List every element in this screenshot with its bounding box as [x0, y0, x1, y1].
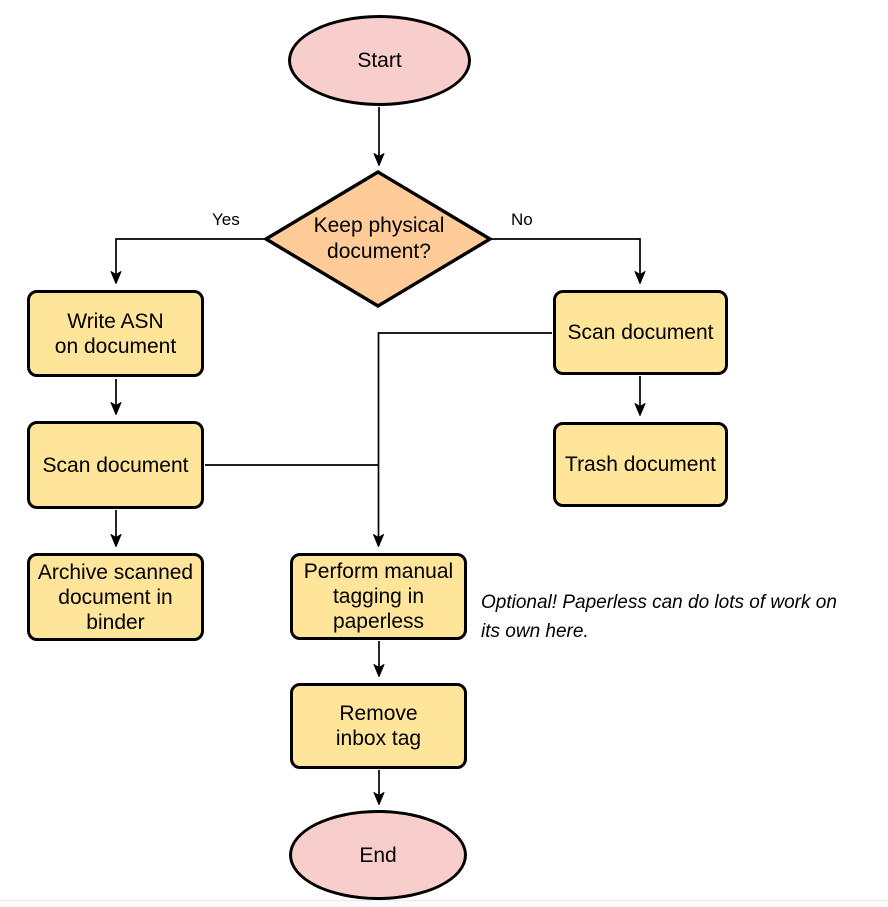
node-write-asn: Write ASN on document: [27, 290, 204, 377]
edge-decision-yes-to-write-asn: [110, 238, 266, 284]
edge-decision-no-to-scan-right: [490, 238, 646, 284]
node-start: Start: [288, 15, 471, 106]
canvas-bottom-edge: [0, 900, 888, 907]
node-scan-document-right: Scan document: [553, 290, 728, 375]
decision-diamond-shape: [262, 170, 494, 308]
node-archive-in-binder: Archive scanned document in binder: [27, 553, 204, 641]
edge-label-yes: Yes: [212, 210, 240, 229]
node-remove-inbox-tag: Remove inbox tag: [290, 683, 467, 769]
edge-label-no: No: [511, 210, 533, 229]
node-scan-document-left: Scan document: [27, 421, 204, 509]
node-manual-tagging: Perform manual tagging in paperless: [290, 553, 467, 640]
node-trash-document: Trash document: [553, 422, 728, 507]
optional-note: Optional! Paperless can do lots of work …: [481, 592, 837, 642]
node-end: End: [289, 810, 467, 900]
edge-scan-right-to-tagging: [373, 332, 552, 547]
node-decision-label: Keep physical document?: [313, 214, 445, 263]
